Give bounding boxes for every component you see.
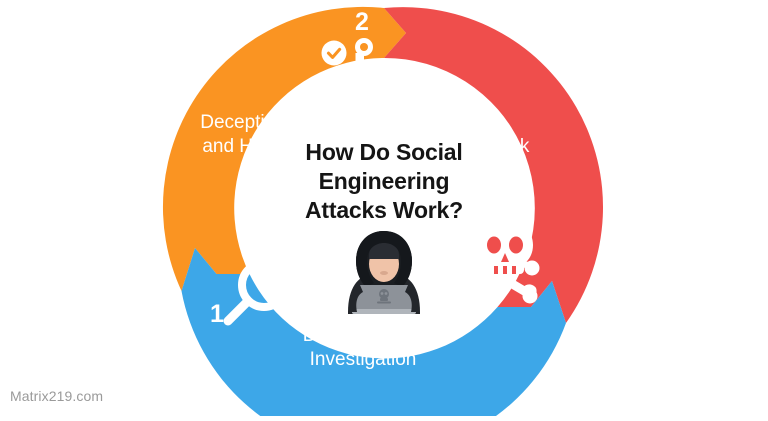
magnifying-glass-icon xyxy=(223,259,290,326)
watermark: Matrix219.com xyxy=(10,388,104,404)
segment-label-discovery-line-1: Discovery and xyxy=(303,325,423,346)
segment-deception-and-hook-shape xyxy=(162,6,406,292)
segment-discovery-and-investigation[interactable]: Discovery and Investigation 1 xyxy=(181,248,567,421)
center-title-line-3: Attacks Work? xyxy=(305,197,463,223)
center-title-line-2: Engineering xyxy=(319,168,450,194)
center-circle xyxy=(277,101,491,315)
step-number-1: 1 xyxy=(210,300,224,328)
skull-crossbones-icon xyxy=(470,219,540,304)
segment-deception-and-hook[interactable]: Deception and Hook 2 xyxy=(162,6,406,292)
center-title-line-1: How Do Social xyxy=(305,139,462,165)
segment-label-deception-line-2: and Hook xyxy=(202,136,284,157)
fish-hook-check-icon xyxy=(321,38,373,92)
hooded-hacker-icon xyxy=(348,231,420,314)
segment-label-discovery-line-2: Investigation xyxy=(310,349,417,370)
segment-attack-shape xyxy=(384,7,604,324)
segment-label-deception-line-1: Deception xyxy=(200,112,286,133)
segment-label-attack: Attack xyxy=(477,136,530,157)
segment-attack[interactable]: Attack 3 xyxy=(384,7,604,324)
laptop-skull-logo xyxy=(377,289,391,304)
step-number-2: 2 xyxy=(355,8,369,36)
segment-discovery-shape xyxy=(181,248,566,421)
